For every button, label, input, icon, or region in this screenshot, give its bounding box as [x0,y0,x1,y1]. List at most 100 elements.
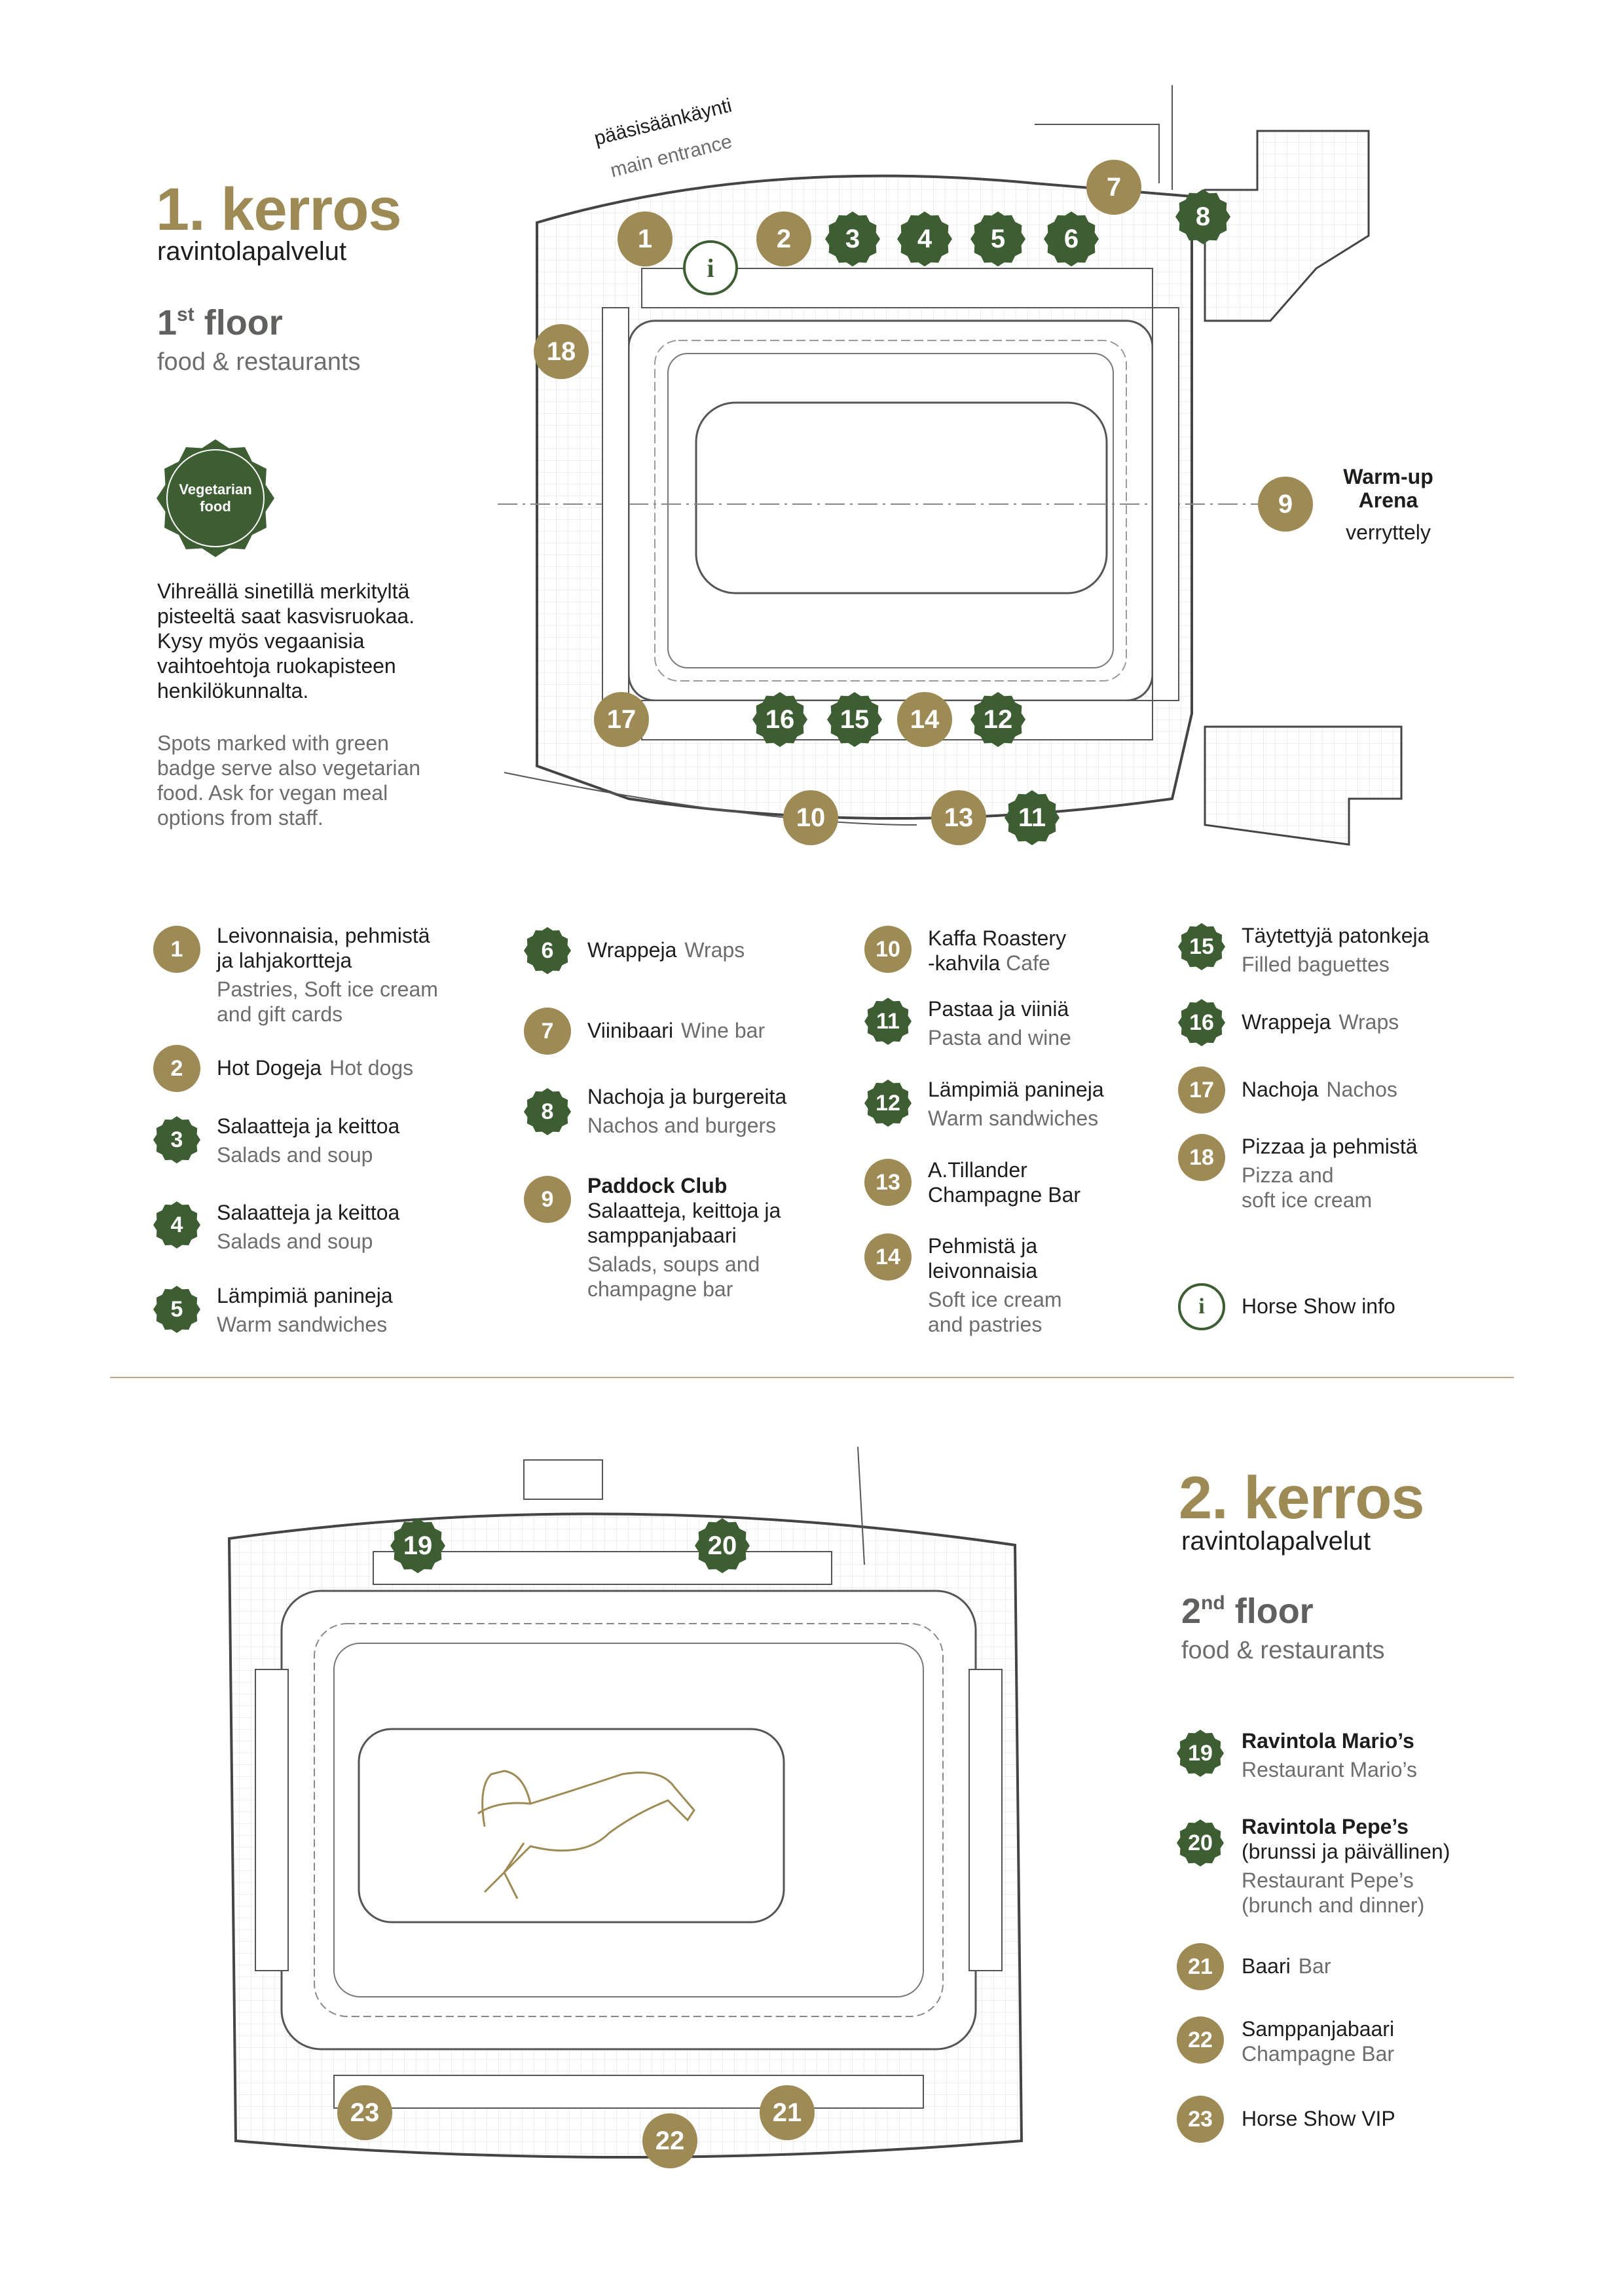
vegetarian-note-fi: Vihreällä sinetillä merkityltä pisteeltä… [157,579,415,702]
legend-marker: 14 [864,1233,912,1281]
floor2-en-subtitle: food & restaurants [1181,1637,1385,1664]
floor-suffix: nd [1201,1592,1225,1614]
legend-en: Warm sandwiches [928,1106,1099,1130]
legend-fi: Salaatteja ja keittoa [217,1114,400,1138]
floor-word: floor [204,303,283,342]
legend-fi: Nachoja [1242,1078,1319,1101]
map-marker-1[interactable]: 1 [618,211,673,266]
floor2-map [227,1447,1024,2159]
legend-marker: 8 [524,1088,571,1135]
legend-en: Pasta and wine [928,1026,1071,1049]
section-divider [110,1377,1514,1378]
legend-fi: Viinibaari [587,1019,674,1042]
legend-en: Salads, soups and champagne bar [587,1252,760,1301]
map-marker-17[interactable]: 17 [594,692,649,747]
legend-fi: Pizzaa ja pehmistä [1242,1135,1418,1158]
vegetarian-badge-label: Vegetarian food [166,449,265,547]
legend-fi: Nachoja ja burgereita [587,1085,787,1108]
legend-marker: 21 [1177,1943,1224,1990]
map-marker-10[interactable]: 10 [783,790,838,845]
legend-fi: Lämpimiä panineja [928,1078,1104,1101]
legend-item-20: 20 Ravintola Pepe’s(brunssi ja päivälline… [1177,1814,1530,1918]
legend-fi: Hot Dogeja [217,1056,322,1080]
legend-marker: 13 [864,1159,912,1206]
legend-fi: Baari [1242,1954,1291,1978]
map-marker-23[interactable]: 23 [337,2085,392,2140]
floor2-subtitle: ravintolapalvelut [1181,1527,1371,1556]
legend-en: Soft ice cream and pastries [928,1288,1062,1336]
floor1-en-subtitle: food & restaurants [157,348,361,376]
legend-en: Restaurant Mario’s [1242,1758,1417,1781]
floor1-map [498,85,1403,846]
legend-en: Nachos [1326,1078,1397,1101]
map-marker-2[interactable]: 2 [756,211,811,266]
legend-title: Ravintola Pepe’s [1242,1815,1409,1838]
legend-marker: 19 [1177,1730,1224,1777]
legend-fi: Wrappeja [1242,1010,1331,1034]
legend-marker: 3 [153,1116,200,1163]
legend-marker: 2 [153,1045,200,1092]
vegetarian-note-en: Spots marked with green badge serve also… [157,731,421,829]
legend-marker: 18 [1178,1134,1225,1181]
legend-title: Paddock Club [587,1174,728,1197]
legend-marker: 9 [524,1176,571,1223]
legend-fi: Samppanjabaari [1242,2017,1395,2041]
legend-en: Pastries, Soft ice cream and gift cards [217,977,438,1026]
floor1-title: 1. kerros [156,176,402,243]
legend-text: Kaffa Roastery -kahvila Cafe [928,926,1216,975]
map-marker-14[interactable]: 14 [897,692,952,747]
warmup-arena-title: Warm-up Arena [1343,465,1433,512]
legend-fi: Lämpimiä panineja [217,1284,393,1307]
map-marker-info[interactable]: i [683,240,738,295]
legend-marker: 5 [153,1286,200,1333]
legend-fi: Kaffa Roastery -kahvila [928,926,1067,975]
map-marker-18[interactable]: 18 [534,324,589,379]
legend-fi: Täytettyjä patonkeja [1242,924,1430,947]
legend-marker: 22 [1177,2016,1224,2064]
floor1-en-title: 1st floor [157,302,283,343]
legend-item-13: 13 A.Tillander Champagne Bar [864,1157,1216,1207]
legend-marker: 4 [153,1201,200,1248]
legend-marker: 7 [524,1008,571,1055]
legend-en: Warm sandwiches [217,1313,388,1336]
legend-marker: 1 [153,926,200,973]
legend-marker: 10 [864,926,912,973]
legend-en: Restaurant Pepe’s (brunch and dinner) [1242,1868,1425,1917]
legend-marker: 17 [1178,1066,1225,1114]
legend-en: Cafe [1006,951,1050,975]
floor-word: floor [1234,1592,1314,1631]
legend-fi: Pastaa ja viiniä [928,997,1069,1021]
floor-number: 1 [157,303,177,342]
warmup-arena-subtitle: verryttely [1346,520,1431,544]
legend-fi: Salaatteja ja keittoa [217,1201,400,1224]
legend-en: Salads and soup [217,1143,373,1167]
map-marker-7[interactable]: 7 [1086,160,1141,215]
info-icon: i [1178,1283,1225,1330]
legend-marker: 20 [1177,1819,1224,1867]
legend-fi: (brunssi ja päivällinen) [1242,1840,1450,1863]
map-marker-9[interactable]: 9 [1258,477,1313,532]
legend-title: Ravintola Mario’s [1242,1729,1414,1753]
legend-fi: A.Tillander Champagne Bar [928,1158,1081,1207]
map-marker-13[interactable]: 13 [931,790,986,845]
map-marker-22[interactable]: 22 [642,2113,697,2168]
map-marker-21[interactable]: 21 [760,2085,815,2140]
legend-en: Wraps [684,938,745,962]
